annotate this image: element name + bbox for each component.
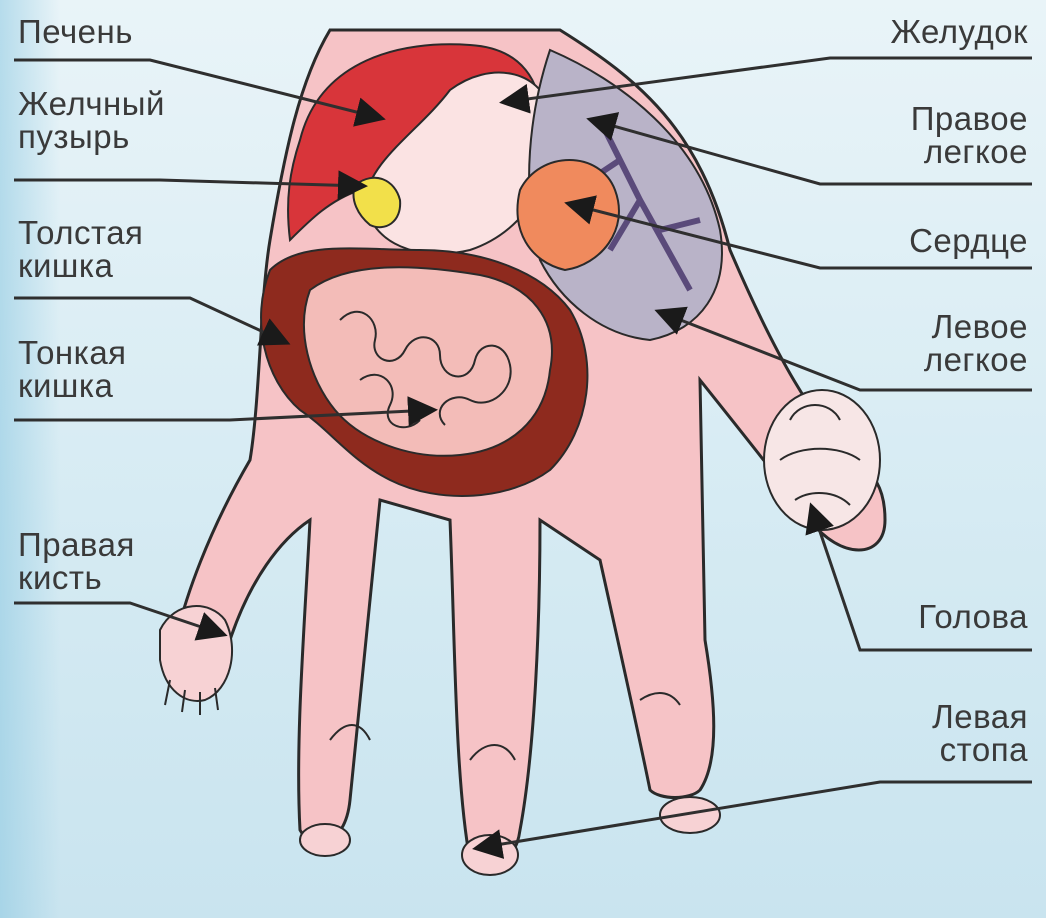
label-small-intestine-line2: кишка <box>18 369 127 402</box>
label-right-hand-line2: кисть <box>18 561 135 594</box>
label-right-hand-line1: Правая <box>18 528 135 561</box>
label-head: Голова <box>918 600 1028 633</box>
label-left-foot-line2: стопа <box>932 733 1028 766</box>
label-head-text: Голова <box>918 600 1028 633</box>
label-heart-text: Сердце <box>909 224 1028 257</box>
label-right-hand: Правая кисть <box>18 528 135 594</box>
label-heart: Сердце <box>909 224 1028 257</box>
label-liver-text: Печень <box>18 15 133 48</box>
label-right-lung-line2: легкое <box>911 135 1028 168</box>
label-right-lung-line1: Правое <box>911 102 1028 135</box>
label-colon-line1: Толстая <box>18 216 143 249</box>
leader-line-left-foot <box>478 782 1032 848</box>
label-left-lung-line1: Левое <box>924 310 1028 343</box>
label-colon: Толстая кишка <box>18 216 143 282</box>
label-left-foot-line1: Левая <box>932 700 1028 733</box>
label-right-lung: Правое легкое <box>911 102 1028 168</box>
label-left-lung: Левое легкое <box>924 310 1028 376</box>
label-stomach-text: Желудок <box>890 15 1028 48</box>
label-gallbladder-line2: пузырь <box>18 120 165 153</box>
label-liver: Печень <box>18 15 133 48</box>
label-stomach: Желудок <box>890 15 1028 48</box>
label-gallbladder: Желчный пузырь <box>18 87 165 153</box>
head-drawing <box>764 390 880 530</box>
label-small-intestine: Тонкая кишка <box>18 336 127 402</box>
label-colon-line2: кишка <box>18 249 143 282</box>
label-small-intestine-line1: Тонкая <box>18 336 127 369</box>
label-left-foot: Левая стопа <box>932 700 1028 766</box>
label-left-lung-line2: легкое <box>924 343 1028 376</box>
right-hand-drawing <box>160 606 232 715</box>
label-gallbladder-line1: Желчный <box>18 87 165 120</box>
